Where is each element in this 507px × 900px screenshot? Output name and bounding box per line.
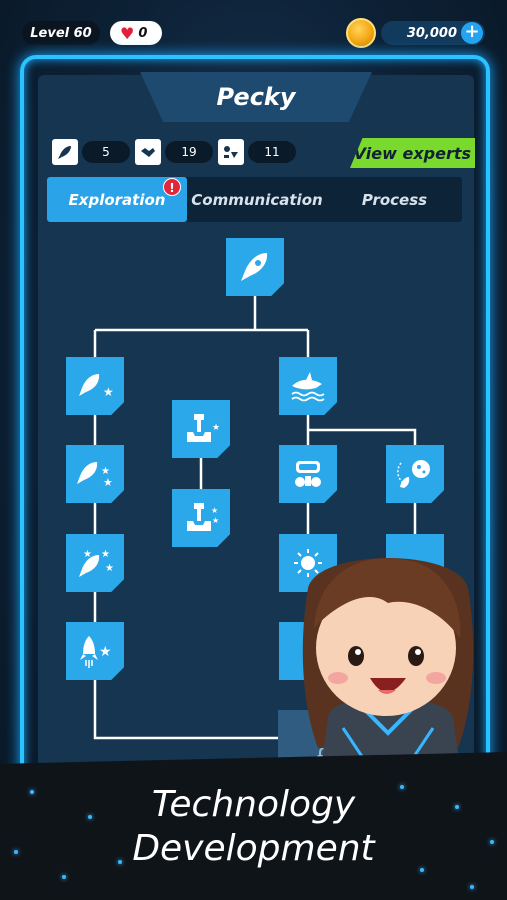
svg-text:★: ★ — [101, 549, 110, 560]
caption-line-1: Technology — [151, 784, 356, 825]
node-rocket-root[interactable] — [226, 238, 284, 296]
view-experts-label: View experts — [353, 143, 471, 163]
character-name: Pecky — [216, 83, 296, 111]
tab-process[interactable]: Process — [327, 177, 462, 222]
rocket-icon — [52, 139, 78, 165]
node-shark[interactable] — [279, 357, 337, 415]
level-label: Level 60 — [30, 25, 92, 41]
add-coins-button[interactable]: + — [461, 22, 483, 44]
category-tabs: Exploration Communication Process — [47, 177, 462, 222]
tab-communication[interactable]: Communication — [187, 177, 327, 222]
node-rocket-star-1[interactable]: ★ — [66, 357, 124, 415]
coins-count: 30,000 — [406, 25, 457, 41]
character-pecky — [302, 558, 474, 788]
glow-dot — [455, 805, 459, 809]
node-rocket-launch[interactable]: ★ — [66, 622, 124, 680]
node-rocket-star-2[interactable]: ★★ — [66, 445, 124, 503]
glow-dot — [62, 875, 66, 879]
panel-frame — [20, 55, 490, 790]
handshake-icon — [135, 139, 161, 165]
caption-title: Technology Development — [0, 783, 507, 871]
rocket-stars-icon: ★ ★ ★ — [79, 549, 114, 577]
caption-line-2: Development — [132, 828, 375, 869]
tab-exploration-label: Exploration — [68, 190, 166, 209]
node-moon[interactable] — [386, 445, 444, 503]
svg-text:★: ★ — [99, 644, 112, 660]
glow-dot — [420, 868, 424, 872]
glow-dot — [490, 840, 494, 844]
stat-process-value: 11 — [248, 141, 296, 163]
mask-icon — [295, 461, 321, 487]
tab-process-label: Process — [361, 190, 428, 209]
view-experts-button[interactable]: View experts — [350, 138, 475, 168]
hearts-badge[interactable]: ♥ 0 — [110, 21, 162, 45]
svg-text:★: ★ — [103, 476, 113, 489]
glow-dot — [400, 785, 404, 789]
rocket-icon — [241, 253, 268, 281]
sun-icon — [294, 549, 322, 577]
svg-text:★: ★ — [212, 516, 219, 525]
node-drill-1[interactable]: ★ — [172, 400, 230, 458]
svg-text:★: ★ — [103, 385, 114, 399]
caption-band — [0, 752, 507, 900]
drill-icon: ★★ — [187, 503, 219, 531]
node-drill-2[interactable]: ★★ — [172, 489, 230, 547]
svg-text:★: ★ — [212, 423, 220, 433]
rocket-star-icon: ★ — [79, 374, 114, 399]
glow-dot — [88, 815, 92, 819]
alert-badge: ! — [163, 178, 181, 196]
heart-icon: ♥ — [120, 23, 135, 43]
glow-dot — [118, 860, 122, 864]
node-rocket-star-3[interactable]: ★ ★ ★ — [66, 534, 124, 592]
svg-text:★: ★ — [83, 549, 92, 560]
tab-communication-label: Communication — [191, 190, 323, 209]
stat-exploration-value: 5 — [82, 141, 130, 163]
svg-text:★: ★ — [105, 563, 114, 574]
svg-text:★: ★ — [101, 466, 110, 477]
glow-dot — [14, 850, 18, 854]
rocket-launch-icon: ★ — [80, 636, 112, 668]
shark-icon — [291, 372, 325, 402]
moon-rocket-icon — [397, 460, 430, 488]
process-icon — [218, 139, 244, 165]
coin-icon — [346, 18, 376, 48]
glow-dot — [470, 885, 474, 889]
stat-communication-value: 19 — [165, 141, 213, 163]
character-name-banner: Pecky — [140, 72, 372, 122]
level-badge: Level 60 — [22, 21, 100, 45]
hearts-count: 0 — [138, 25, 148, 41]
rocket-stars-icon: ★★ — [77, 462, 113, 489]
drill-icon: ★ — [187, 414, 220, 442]
svg-text:★: ★ — [211, 506, 218, 515]
glow-dot — [30, 790, 34, 794]
node-mask[interactable] — [279, 445, 337, 503]
